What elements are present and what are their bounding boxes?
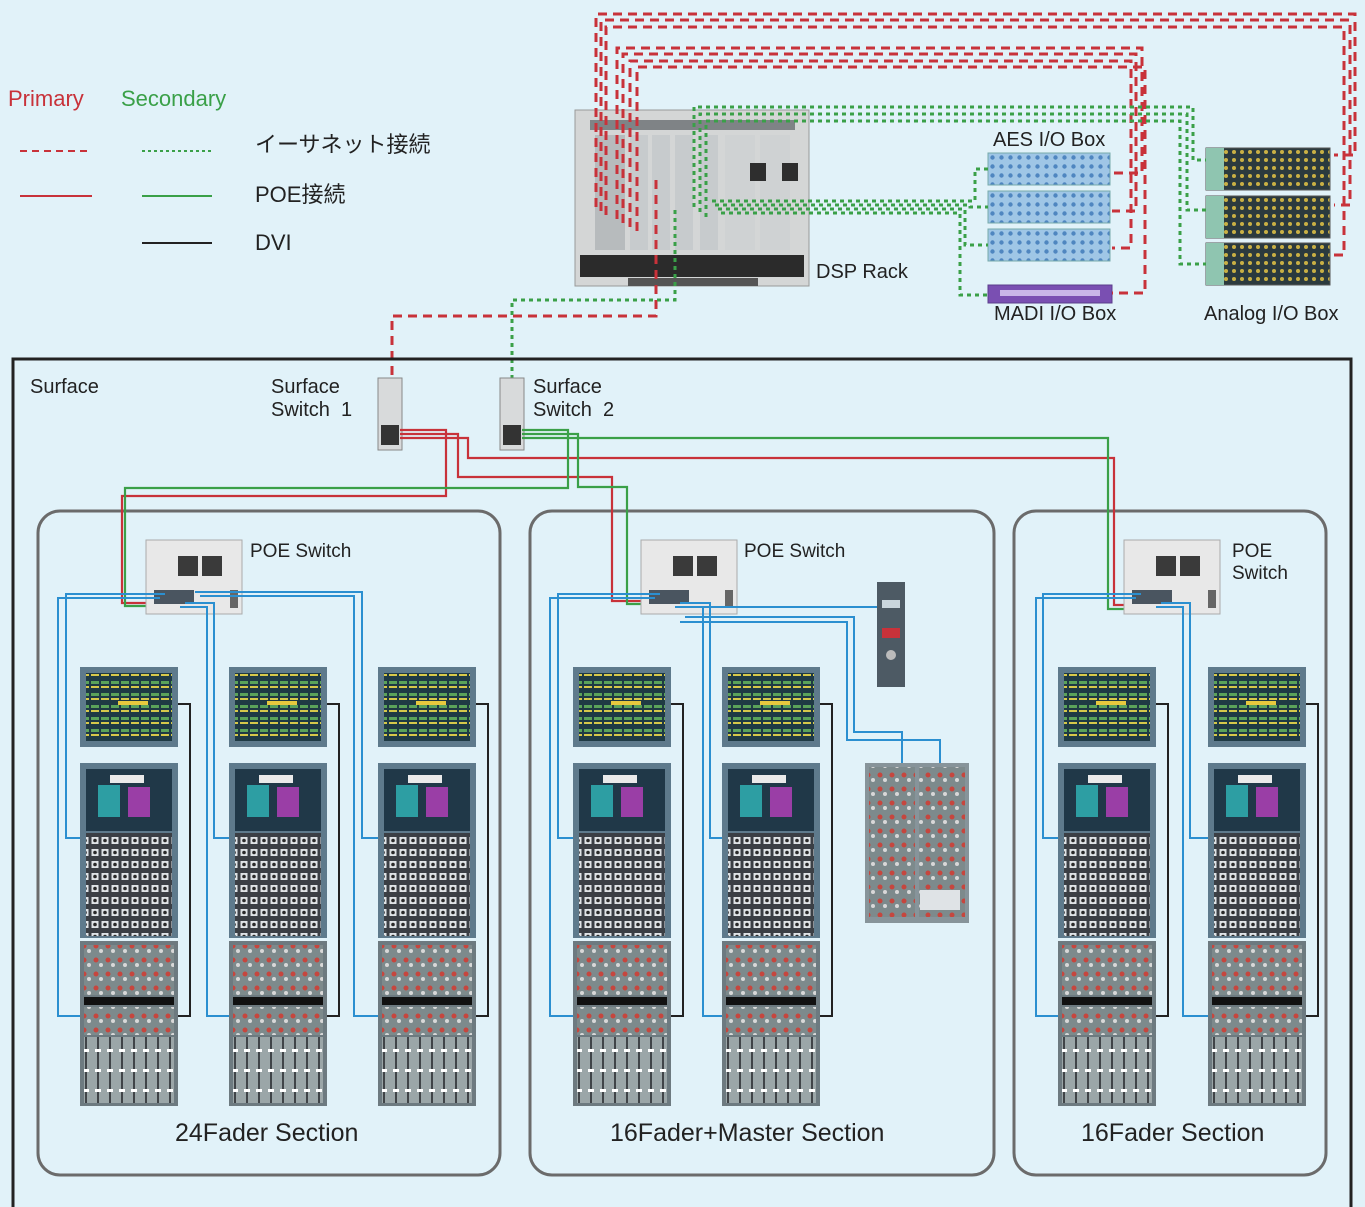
section-label-3: 16Fader Section (1081, 1119, 1265, 1147)
legend-lines (20, 150, 212, 244)
analog-io-boxes (1205, 147, 1331, 286)
dsp-rack (574, 109, 810, 287)
analog-io-label: Analog I/O Box (1204, 303, 1339, 325)
surface-switch-1 (377, 377, 403, 451)
surface-frame (11, 357, 1353, 1207)
surface-switch-2-label: Surface Switch 2 (533, 376, 615, 421)
legend-primary-label: Primary (8, 86, 84, 111)
poe-switch-label-3: POE Switch (1232, 541, 1288, 584)
poe-switch-label-1: POE Switch (250, 541, 352, 562)
console-units-section-1 (80, 667, 476, 1106)
secondary-ethernet-cables (510, 105, 1206, 380)
madi-io-box (987, 284, 1113, 304)
primary-ethernet-cables (390, 12, 1357, 380)
legend-dvi-label: DVI (255, 230, 292, 255)
primary-poe-cables (120, 428, 1136, 607)
dsp-rack-label: DSP Rack (816, 261, 908, 283)
section-label-1: 24Fader Section (175, 1119, 359, 1147)
poe-switch-label-2: POE Switch (744, 541, 846, 562)
poe-links (57, 591, 1208, 1017)
surface-title: Surface (30, 376, 99, 398)
aes-io-boxes (987, 152, 1111, 262)
legend-ethernet-label: イーサネット接続 (255, 132, 431, 157)
madi-io-label: MADI I/O Box (994, 303, 1117, 325)
dvi-links (178, 703, 1319, 1017)
aes-io-label: AES I/O Box (993, 129, 1106, 151)
secondary-poe-cables (123, 428, 1136, 611)
legend-secondary-label: Secondary (121, 86, 227, 111)
console-units-section-2 (573, 582, 969, 1106)
surface-switch-1-label: Surface Switch 1 (271, 376, 353, 421)
surface-switch-2 (499, 377, 525, 451)
legend-poe-label: POE接続 (255, 182, 346, 207)
section-label-2: 16Fader+Master Section (610, 1119, 885, 1147)
